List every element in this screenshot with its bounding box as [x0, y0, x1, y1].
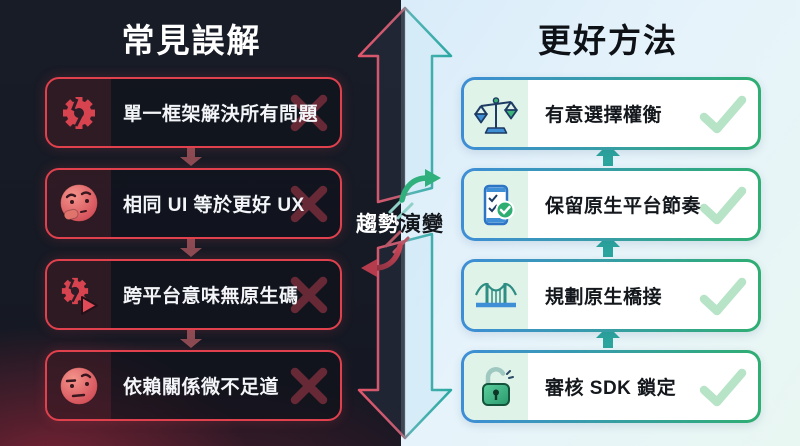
better-method-card: 規劃原生橋接: [461, 259, 761, 332]
misconception-label: 跨平台意味無原生碼: [123, 286, 299, 307]
check-icon: [699, 186, 747, 224]
cross-icon: [290, 185, 328, 222]
cross-icon: [290, 367, 328, 404]
broken-gear-icon: [47, 79, 111, 146]
misconception-label: 依賴關係微不足道: [123, 377, 280, 398]
open-lock-icon: [464, 353, 528, 420]
misconception-card: 跨平台意味無原生碼: [45, 259, 342, 330]
trend-label: 趨勢演變 趨勢演變: [356, 213, 444, 236]
bridge-icon: [464, 262, 528, 329]
cross-icon: [290, 276, 328, 313]
misconceptions-title: 常見誤解: [121, 22, 262, 59]
misconception-card: 單一框架解決所有問題: [45, 77, 342, 148]
better-methods-title: 更好方法: [538, 22, 678, 59]
check-icon: [699, 368, 747, 406]
better-method-label: 審核 SDK 鎖定: [545, 378, 677, 399]
skeptical-face-icon: [47, 352, 111, 419]
cross-icon: [290, 94, 328, 131]
check-icon: [699, 277, 747, 315]
misconception-label: 相同 UI 等於更好 UX: [123, 195, 305, 216]
check-icon: [699, 95, 747, 133]
better-method-card: 有意選擇權衡: [461, 77, 761, 150]
misconception-label: 單一框架解決所有問題: [123, 104, 319, 125]
better-method-label: 規劃原生橋接: [545, 287, 663, 308]
better-method-card: 審核 SDK 鎖定: [461, 350, 761, 423]
phone-checklist-icon: [464, 171, 528, 238]
balance-scale-icon: [464, 80, 528, 147]
better-method-label: 有意選擇權衡: [545, 105, 663, 126]
misconception-card: 相同 UI 等於更好 UX: [45, 168, 342, 239]
misconception-card: 依賴關係微不足道: [45, 350, 342, 421]
thinking-face-icon: [47, 170, 111, 237]
gear-warning-icon: [47, 261, 111, 328]
better-method-card: 保留原生平台節奏: [461, 168, 761, 241]
better-method-label: 保留原生平台節奏: [545, 196, 702, 217]
